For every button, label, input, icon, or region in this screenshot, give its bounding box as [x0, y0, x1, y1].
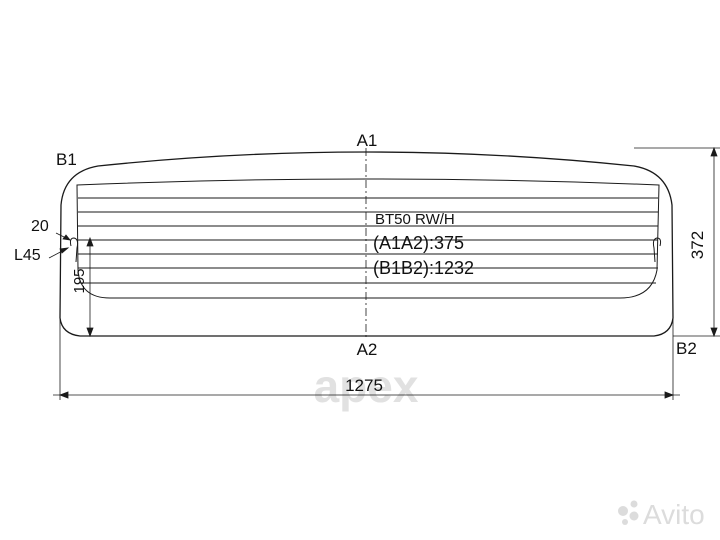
a1a2-measurement: (A1A2):375 [373, 233, 464, 253]
left-detail-leaders [48, 232, 71, 259]
avito-dot-icon [630, 500, 638, 508]
apex-watermark-text: apex [314, 360, 419, 412]
b1b2-measurement: (B1B2):1232 [373, 258, 474, 278]
heating-lines [78, 197, 658, 284]
height-dimension [634, 146, 720, 338]
point-label-b1: B1 [56, 150, 77, 169]
avito-dot-icon [622, 519, 628, 525]
edge-offset-label: 195 [71, 268, 88, 293]
point-label-b2: B2 [676, 339, 697, 358]
glass-outline [59, 151, 674, 337]
avito-dot-icon [629, 511, 639, 521]
width-dimension-label: 1275 [345, 376, 383, 395]
edge-offset-dimension [86, 236, 94, 338]
width-dimension [53, 318, 680, 400]
avito-watermark-text: Avito [643, 499, 705, 530]
avito-watermark: Avito [618, 499, 705, 530]
point-label-a2: A2 [357, 340, 378, 359]
avito-dot-icon [618, 506, 628, 516]
point-label-a1: A1 [357, 131, 378, 150]
model-code: BT50 RW/H [375, 211, 455, 228]
left-detail-l45: L45 [14, 247, 41, 264]
height-dimension-label: 372 [688, 231, 707, 259]
glass-inner-frame [76, 178, 660, 299]
left-detail-20: 20 [31, 218, 49, 235]
right-terminal [652, 237, 662, 263]
apex-watermark-logo: apex [314, 360, 419, 412]
left-terminal [69, 237, 79, 263]
